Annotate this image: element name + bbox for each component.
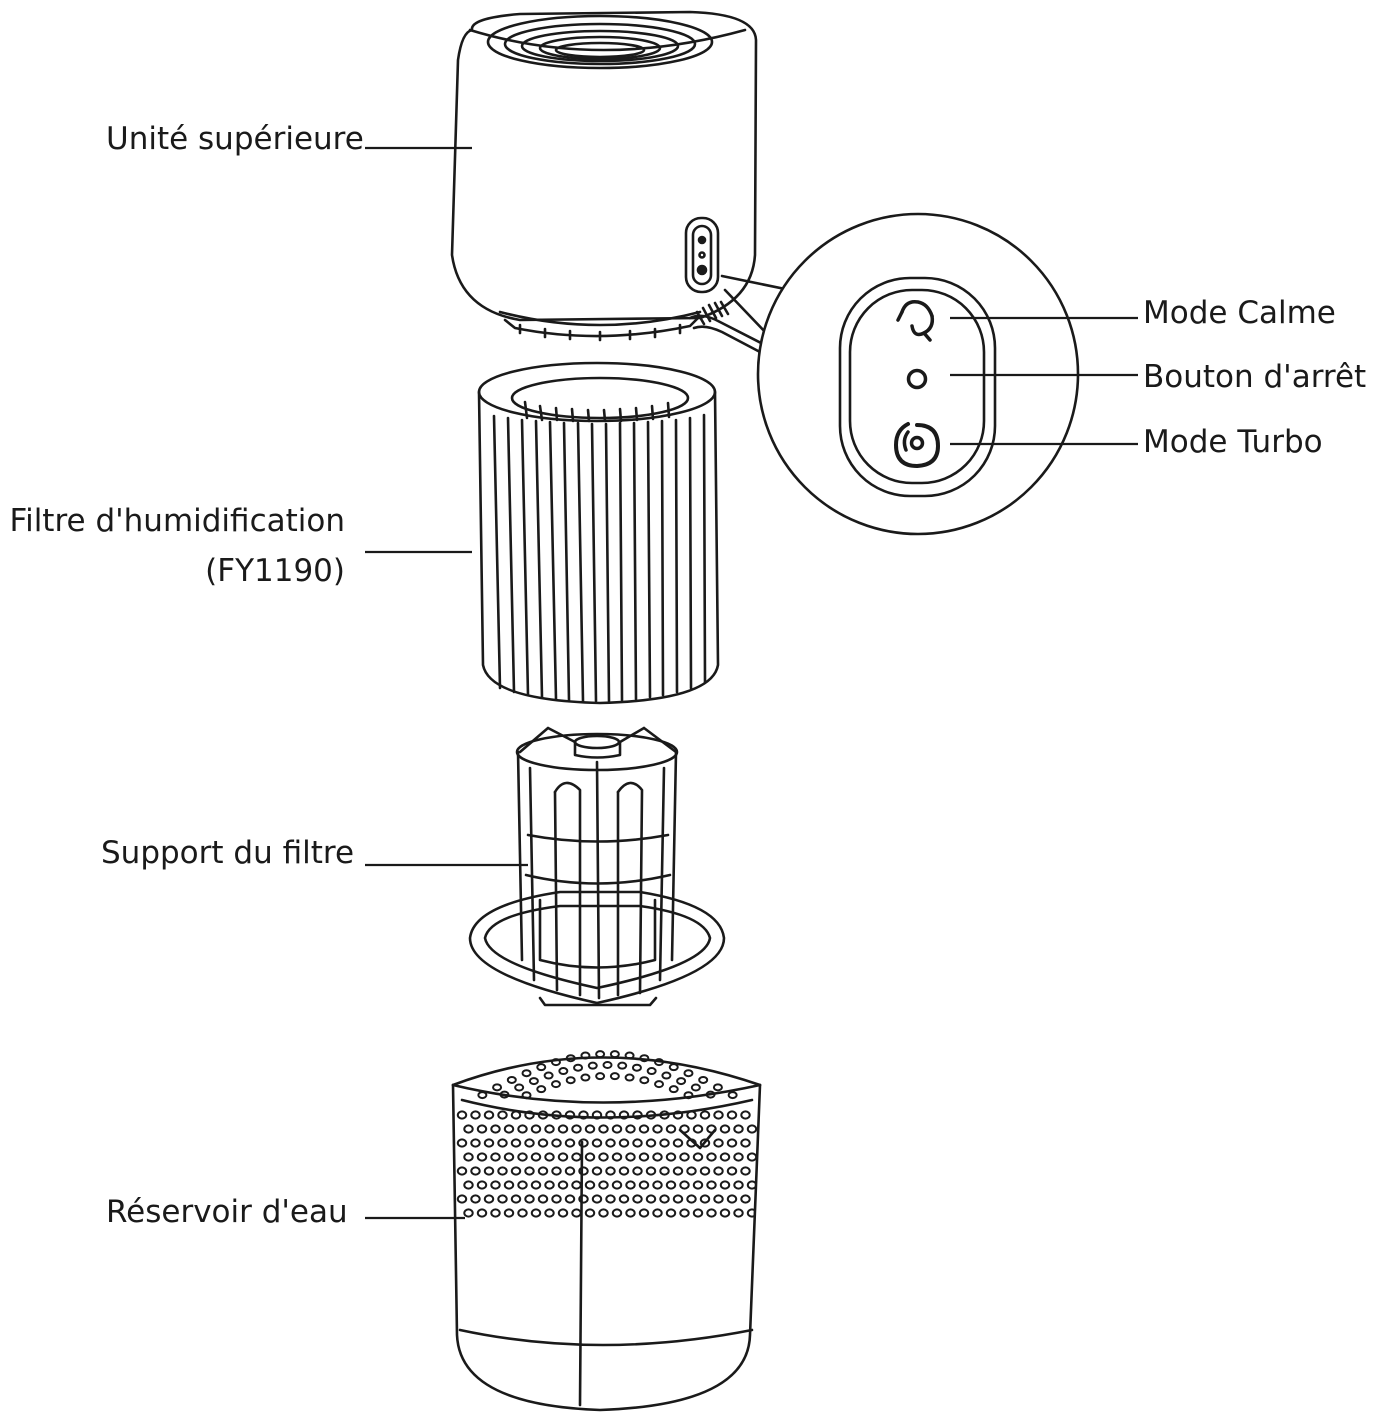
water-tank-rim-perforations	[477, 1050, 738, 1100]
turbo-mode-icon	[894, 422, 940, 468]
calm-mode-icon	[896, 299, 935, 342]
label-top-unit: Unité supérieure	[106, 121, 364, 157]
water-tank-drawing	[451, 1056, 762, 1412]
label-off-button: Bouton d'arrêt	[1143, 359, 1367, 395]
off-button-icon	[906, 368, 928, 390]
label-water-tank: Réservoir d'eau	[106, 1194, 348, 1230]
label-calm-mode: Mode Calme	[1143, 295, 1336, 331]
label-turbo-mode: Mode Turbo	[1143, 424, 1323, 460]
water-tank-perforations	[456, 1110, 758, 1218]
label-filter-support: Support du filtre	[101, 835, 355, 871]
label-filter: Filtre d'humidification	[9, 503, 346, 539]
top-unit-drawing	[450, 10, 1080, 536]
filter-support-drawing	[468, 726, 726, 1007]
label-filter-code: (FY1190)	[205, 553, 345, 589]
humidifier-filter-drawing	[477, 361, 720, 705]
